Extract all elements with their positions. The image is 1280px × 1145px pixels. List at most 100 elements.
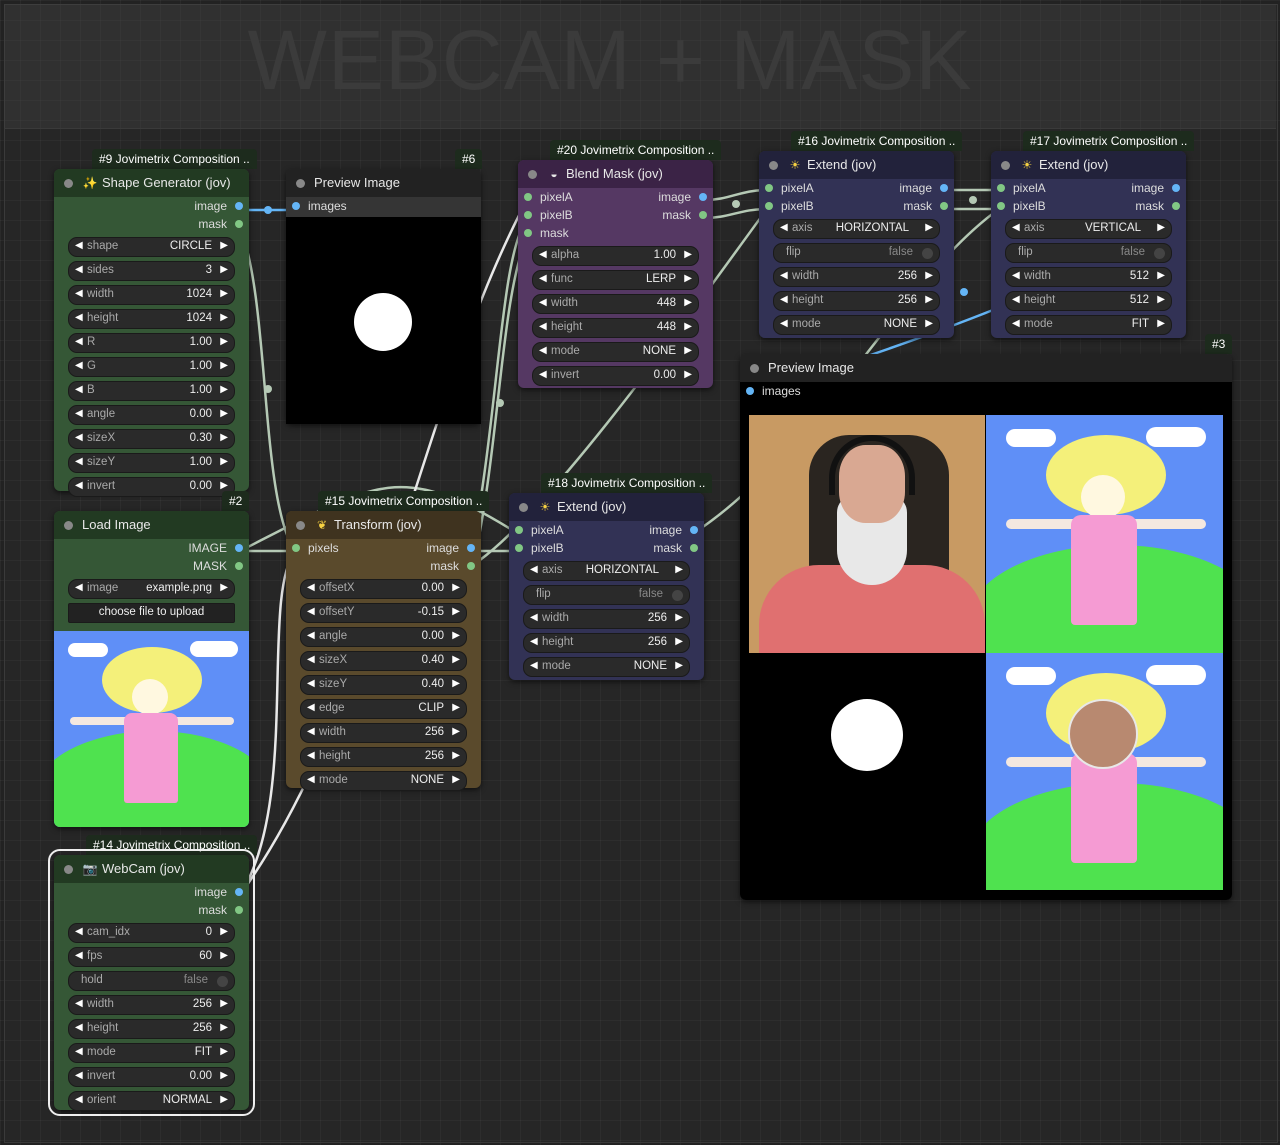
arrow-left-icon[interactable]: ◀ [75,480,83,491]
output-slot-image[interactable]: IMAGE [54,539,249,557]
arrow-left-icon[interactable]: ◀ [75,1094,83,1105]
node-header[interactable]: Preview Image [740,354,1232,382]
arrow-right-icon[interactable]: ▶ [220,456,228,467]
load-image-node[interactable]: Load Image IMAGE MASK ◀ image example.pn… [54,511,249,827]
collapse-dot-icon[interactable] [64,865,73,874]
slot-row[interactable]: mask [286,557,481,575]
arrow-left-icon[interactable]: ◀ [75,360,83,371]
collapse-dot-icon[interactable] [528,170,537,179]
arrow-right-icon[interactable]: ▶ [925,270,933,281]
arrow-left-icon[interactable]: ◀ [75,336,83,347]
node-header[interactable]: ☀Extend (jov) [759,151,954,179]
arrow-left-icon[interactable]: ◀ [75,998,83,1009]
arrow-left-icon[interactable]: ◀ [307,774,315,785]
arrow-right-icon[interactable]: ▶ [220,336,228,347]
arrow-left-icon[interactable]: ◀ [75,264,83,275]
arrow-right-icon[interactable]: ▶ [925,318,933,329]
node-header[interactable]: ✨Shape Generator (jov) [54,169,249,197]
arrow-left-icon[interactable]: ◀ [75,312,83,323]
arrow-left-icon[interactable]: ◀ [75,1022,83,1033]
arrow-left-icon[interactable]: ◀ [307,582,315,593]
input-pin[interactable] [524,193,532,201]
arrow-left-icon[interactable]: ◀ [539,345,547,356]
arrow-left-icon[interactable]: ◀ [307,726,315,737]
upload-button[interactable]: choose file to upload [68,603,235,623]
arrow-right-icon[interactable]: ▶ [220,360,228,371]
output-slot-mask[interactable]: mask [54,215,249,233]
toggle-knob-icon[interactable] [1154,248,1165,259]
arrow-left-icon[interactable]: ◀ [1012,270,1020,281]
arrow-left-icon[interactable]: ◀ [75,456,83,467]
collapse-dot-icon[interactable] [519,503,528,512]
arrow-left-icon[interactable]: ◀ [539,369,547,380]
arrow-left-icon[interactable]: ◀ [780,294,788,305]
arrow-right-icon[interactable]: ▶ [220,288,228,299]
arrow-right-icon[interactable]: ▶ [220,240,228,251]
node-header[interactable]: Load Image [54,511,249,539]
arrow-left-icon[interactable]: ◀ [75,582,83,593]
arrow-right-icon[interactable]: ▶ [220,950,228,961]
arrow-right-icon[interactable]: ▶ [452,630,460,641]
arrow-right-icon[interactable]: ▶ [452,750,460,761]
group-title-bar[interactable] [4,4,1276,129]
node-header[interactable]: Preview Image [286,169,481,197]
input-pin[interactable] [515,526,523,534]
arrow-left-icon[interactable]: ◀ [539,297,547,308]
output-pin[interactable] [235,544,243,552]
arrow-right-icon[interactable]: ▶ [675,660,683,671]
input-pin[interactable] [292,544,300,552]
arrow-right-icon[interactable]: ▶ [925,294,933,305]
widget-offsety[interactable]: ◀offsetY-0.15▶ [300,603,467,623]
arrow-left-icon[interactable]: ◀ [75,288,83,299]
arrow-left-icon[interactable]: ◀ [539,321,547,332]
output-slot-mask[interactable]: MASK [54,557,249,575]
arrow-left-icon[interactable]: ◀ [75,432,83,443]
arrow-left-icon[interactable]: ◀ [75,926,83,937]
output-pin[interactable] [940,202,948,210]
arrow-right-icon[interactable]: ▶ [1157,294,1165,305]
arrow-left-icon[interactable]: ◀ [307,654,315,665]
arrow-right-icon[interactable]: ▶ [1157,222,1165,233]
output-slot-mask[interactable]: mask [54,901,249,919]
arrow-right-icon[interactable]: ▶ [220,1070,228,1081]
slot-row[interactable]: mask [518,224,713,242]
arrow-left-icon[interactable]: ◀ [1012,222,1020,233]
arrow-left-icon[interactable]: ◀ [780,318,788,329]
arrow-right-icon[interactable]: ▶ [684,273,692,284]
arrow-left-icon[interactable]: ◀ [75,950,83,961]
arrow-right-icon[interactable]: ▶ [684,297,692,308]
node-header[interactable]: ❦Transform (jov) [286,511,481,539]
arrow-left-icon[interactable]: ◀ [307,630,315,641]
